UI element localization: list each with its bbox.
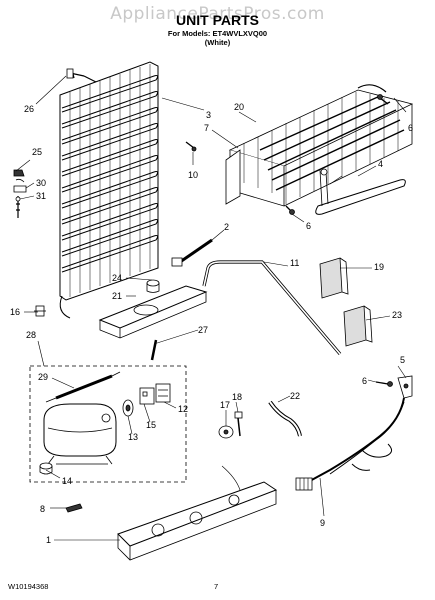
- clip-16[interactable]: [34, 305, 46, 317]
- callout-8: 8: [40, 504, 45, 514]
- callout-9: 9: [320, 518, 325, 528]
- callout-24: 24: [112, 273, 122, 283]
- insulation-block-19[interactable]: [319, 257, 349, 299]
- callout-22: 22: [290, 391, 300, 401]
- callout-30: 30: [36, 178, 46, 188]
- overload-12[interactable]: [155, 383, 171, 403]
- callout-12: 12: [178, 404, 188, 414]
- base-plate[interactable]: [117, 465, 278, 561]
- callout-4: 4: [378, 159, 383, 169]
- screw-10[interactable]: [185, 141, 197, 152]
- condenser-coil[interactable]: [59, 61, 159, 319]
- callout-16: 16: [10, 307, 20, 317]
- wiring-harness[interactable]: [295, 397, 405, 491]
- callout-29: 29: [38, 372, 48, 382]
- callout-6-top: 6: [408, 123, 413, 133]
- color-line: (White): [204, 38, 231, 47]
- callout-14: 14: [62, 476, 72, 486]
- callout-11: 11: [290, 258, 299, 268]
- callout-19: 19: [374, 262, 384, 272]
- document-number: W10194368: [8, 582, 49, 591]
- page-number: 7: [214, 582, 219, 591]
- compressor-kit-box: [29, 365, 187, 483]
- tube-22[interactable]: [268, 400, 302, 437]
- callout-20: 20: [234, 102, 244, 112]
- callout-13: 13: [128, 432, 138, 442]
- bracket-5[interactable]: [397, 375, 413, 399]
- screw-6-right[interactable]: [375, 381, 393, 387]
- callout-2: 2: [224, 222, 229, 232]
- callout-18: 18: [232, 392, 242, 402]
- callout-6-right: 6: [362, 376, 367, 386]
- grommet-14[interactable]: [39, 462, 53, 475]
- relay-15[interactable]: [139, 387, 155, 405]
- clip-8[interactable]: [65, 503, 83, 513]
- callout-26: 26: [24, 104, 34, 114]
- evaporator[interactable]: [225, 84, 414, 207]
- insulation-block-23[interactable]: [343, 305, 373, 347]
- callout-31: 31: [36, 191, 46, 201]
- page-title: UNIT PARTS: [176, 12, 259, 28]
- drain-plug[interactable]: [146, 279, 160, 293]
- callout-25: 25: [32, 147, 42, 157]
- watermark: AppliancePartsPros.com: [110, 4, 325, 24]
- callout-1: 1: [46, 535, 51, 545]
- callout-15: 15: [146, 420, 156, 430]
- drain-hose[interactable]: [150, 339, 158, 361]
- grommet-17[interactable]: [218, 425, 234, 439]
- callout-7: 7: [204, 123, 209, 133]
- filter-drier[interactable]: [45, 371, 121, 403]
- callout-3: 3: [206, 110, 211, 120]
- compressor[interactable]: [43, 403, 117, 465]
- callout-23: 23: [392, 310, 402, 320]
- suction-line[interactable]: [202, 260, 342, 356]
- callout-21: 21: [112, 291, 122, 301]
- callout-6-mid: 6: [306, 221, 311, 231]
- screw-6-top[interactable]: [377, 94, 389, 105]
- bolt-18[interactable]: [234, 411, 243, 437]
- cover-13[interactable]: [122, 399, 134, 417]
- drain-pan[interactable]: [98, 285, 208, 339]
- callout-10: 10: [188, 170, 198, 180]
- defrost-heater[interactable]: [315, 168, 406, 215]
- screw-6-bottom[interactable]: [285, 205, 295, 215]
- drain-tube[interactable]: [171, 238, 213, 267]
- models-line: For Models: ET4WVLXVQ00: [167, 29, 268, 38]
- leader-lines: [15, 75, 407, 541]
- callout-5: 5: [400, 355, 405, 365]
- callout-28: 28: [26, 330, 36, 340]
- callout-17: 17: [220, 400, 230, 410]
- mounting-clip[interactable]: [13, 169, 27, 218]
- callout-27: 27: [198, 325, 208, 335]
- screw-26[interactable]: [66, 68, 97, 83]
